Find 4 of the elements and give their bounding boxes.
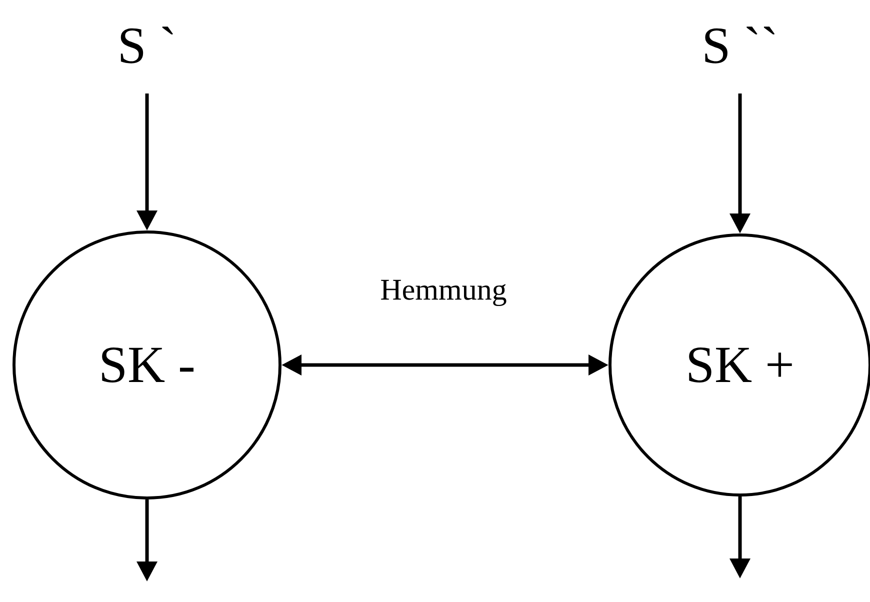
- signal-label: S ``: [705, 26, 774, 64]
- circle-node: SK -: [12, 230, 282, 500]
- signal-label: S `: [120, 26, 173, 64]
- edge-label: Hemmung: [378, 278, 509, 308]
